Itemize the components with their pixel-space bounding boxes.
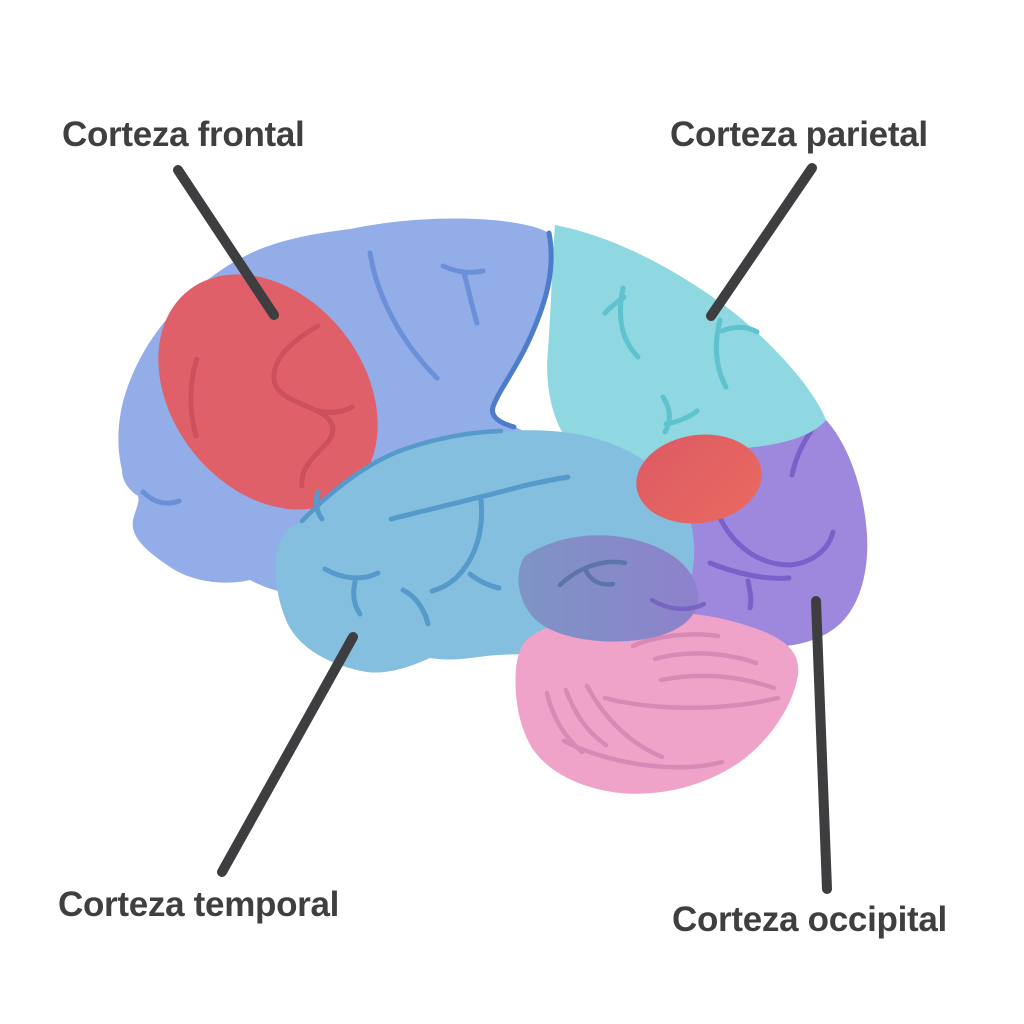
frontal-highlight [158, 274, 378, 510]
label-corteza-parietal: Corteza parietal [670, 115, 928, 154]
occipital-sulci [707, 420, 836, 611]
frontal-highlight-ellipse [158, 274, 378, 510]
parietal-sulci [602, 285, 760, 435]
pointer-line-temporal [217, 632, 358, 877]
parieto-occipital-highlight-ellipse [636, 434, 762, 524]
overlap-sulcus-right [649, 597, 707, 612]
label-corteza-temporal: Corteza temporal [58, 885, 340, 924]
pointer-line-parietal [706, 163, 817, 321]
parietal-lobe [547, 225, 826, 479]
pointer-lines [173, 163, 832, 894]
pointer-line-occipital [811, 596, 832, 894]
overlap-sulci [557, 559, 628, 588]
label-corteza-frontal: Corteza frontal [62, 115, 305, 154]
central-sulcus-border [489, 230, 554, 430]
frontal-sulci [140, 250, 486, 506]
pointer-line-frontal [173, 165, 279, 320]
cerebellum-folds [544, 632, 781, 770]
overlap-region [518, 535, 707, 642]
overlap-region-shape [518, 535, 699, 642]
cerebellum [515, 611, 799, 794]
label-corteza-occipital: Corteza occipital [672, 900, 947, 939]
parietal-lobe-shape [547, 225, 826, 479]
temporal-sulci [299, 428, 571, 627]
frontal-highlight-sulci [188, 323, 355, 489]
